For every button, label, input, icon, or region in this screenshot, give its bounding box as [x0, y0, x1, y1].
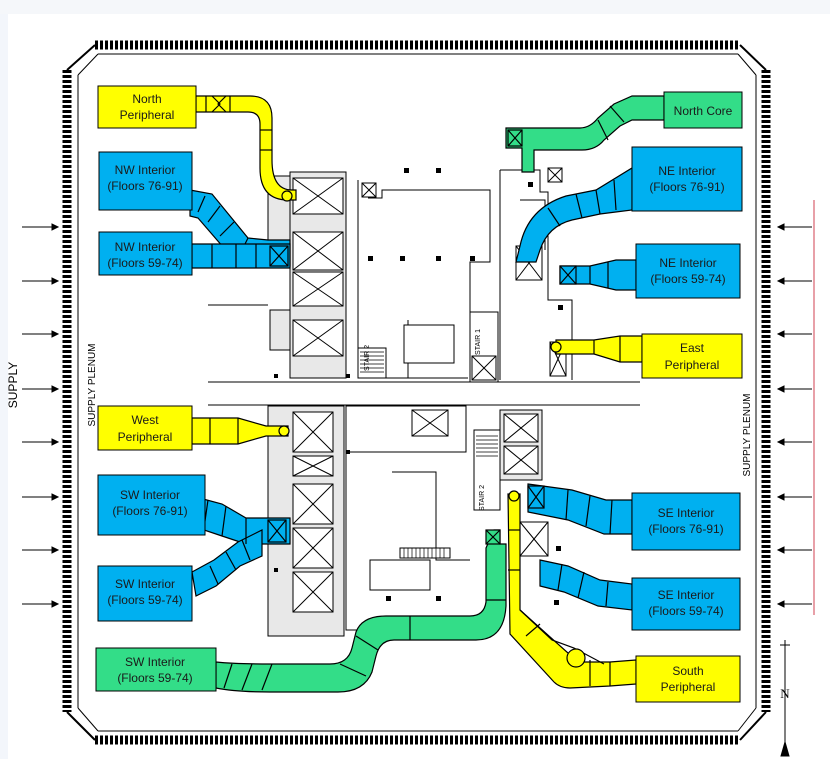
zone-sw-green-line2: (Floors 59-74)	[117, 671, 192, 685]
zone-north-peripheral: North Peripheral	[97, 85, 197, 129]
building-perimeter	[62, 40, 771, 745]
zone-nw-lower-line1: NW Interior	[115, 240, 176, 254]
right-supply-arrows	[776, 200, 815, 615]
north-core-duct	[505, 95, 665, 173]
zone-se-lower-line2: (Floors 59-74)	[648, 604, 723, 618]
stair-1-label: STAIR 1	[475, 329, 482, 355]
zone-east-peripheral-line2: Peripheral	[665, 358, 720, 372]
nw-interior-lower-duct	[191, 243, 291, 269]
zone-ne-interior-lower: NE Interior (Floors 59-74)	[635, 243, 741, 299]
north-label: N	[780, 686, 790, 701]
zone-sw-upper-line1: SW Interior	[120, 488, 180, 502]
zone-west-peripheral-line2: Peripheral	[118, 430, 173, 444]
zone-sw-blue-lower-line1: SW Interior	[115, 577, 175, 591]
zone-south-peripheral-line2: Peripheral	[661, 680, 716, 694]
zone-se-interior-lower: SE Interior (Floors 59-74)	[631, 577, 741, 631]
zone-north-peripheral-line2: Peripheral	[120, 108, 175, 122]
zone-nw-interior-lower: NW Interior (Floors 59-74)	[98, 231, 193, 276]
ne-interior-upper-duct	[515, 166, 633, 263]
zone-se-lower-line1: SE Interior	[658, 588, 715, 602]
zone-se-upper-line1: SE Interior	[658, 506, 715, 520]
zone-sw-green-line1: SW Interior	[125, 655, 185, 669]
zone-west-peripheral-line1: West	[131, 413, 159, 427]
zone-south-peripheral: South Peripheral	[635, 655, 741, 703]
zone-sw-interior-upper: SW Interior (Floors 76-91)	[97, 474, 206, 536]
right-plenum-label: SUPPLY PLENUM	[742, 394, 753, 477]
sw-interior-green-duct	[215, 529, 507, 693]
stair-2-label-upper: STAIR 2	[364, 345, 371, 371]
outer-supply-label: SUPPLY	[6, 362, 20, 408]
se-interior-upper-duct	[527, 483, 633, 535]
north-peripheral-duct	[195, 95, 297, 202]
zone-south-peripheral-line1: South	[672, 664, 703, 678]
zone-nw-upper-line1: NW Interior	[115, 163, 176, 177]
zone-sw-upper-line2: (Floors 76-91)	[112, 504, 187, 518]
zone-ne-lower-line1: NE Interior	[659, 256, 716, 270]
zone-ne-upper-line2: (Floors 76-91)	[649, 180, 724, 194]
zone-north-core-line1: North Core	[674, 104, 733, 118]
left-supply-arrows	[22, 223, 60, 608]
zone-se-upper-line2: (Floors 76-91)	[648, 522, 723, 536]
zone-east-peripheral: East Peripheral	[641, 333, 743, 379]
zone-sw-interior-blue-lower: SW Interior (Floors 59-74)	[97, 565, 193, 622]
zone-west-peripheral: West Peripheral	[97, 405, 193, 451]
zone-ne-upper-line1: NE Interior	[658, 164, 715, 178]
zone-north-peripheral-line1: North	[132, 92, 161, 106]
east-peripheral-duct	[550, 335, 643, 363]
zone-nw-lower-line2: (Floors 59-74)	[107, 256, 182, 270]
zone-nw-upper-line2: (Floors 76-91)	[107, 179, 182, 193]
zone-sw-interior-green: SW Interior (Floors 59-74)	[95, 647, 217, 692]
sw-interior-blue-ducts	[191, 495, 291, 597]
south-peripheral-duct	[507, 490, 637, 689]
zone-ne-interior-upper: NE Interior (Floors 76-91)	[631, 146, 743, 212]
stair-2-label-lower: STAIR 2	[479, 485, 486, 511]
north-arrow: N	[780, 640, 790, 757]
zone-sw-blue-lower-line2: (Floors 59-74)	[107, 593, 182, 607]
left-plenum-label: SUPPLY PLENUM	[87, 344, 98, 427]
zone-ne-lower-line2: (Floors 59-74)	[650, 272, 725, 286]
zone-east-peripheral-line1: East	[680, 341, 705, 355]
ne-interior-lower-duct	[559, 259, 637, 291]
west-peripheral-duct	[191, 417, 290, 445]
zone-nw-interior-upper: NW Interior (Floors 76-91)	[98, 151, 193, 211]
zone-north-core: North Core	[663, 91, 743, 129]
zone-se-interior-upper: SE Interior (Floors 76-91)	[631, 492, 741, 551]
